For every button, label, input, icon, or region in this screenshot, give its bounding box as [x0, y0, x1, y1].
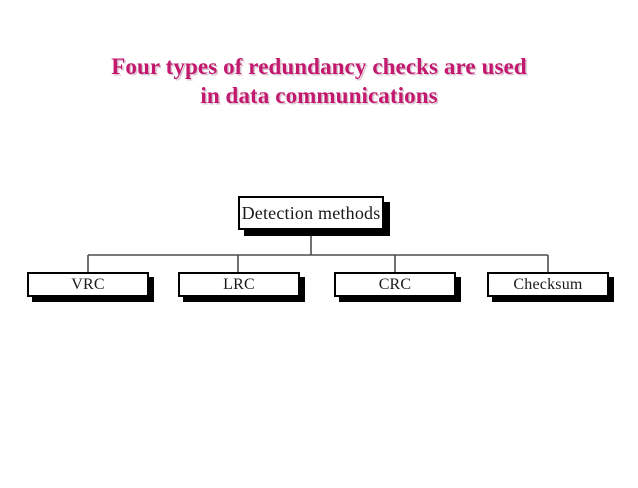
node-vrc[interactable]: VRC: [27, 272, 149, 297]
node-lrc-label: LRC: [223, 275, 255, 293]
page-title: Four types of redundancy checks are used…: [0, 52, 638, 110]
node-checksum[interactable]: Checksum: [487, 272, 609, 297]
title-line-2: in data communications: [200, 83, 438, 108]
title-line-1: Four types of redundancy checks are used: [111, 54, 527, 79]
node-detection-methods[interactable]: Detection methods: [238, 196, 384, 230]
node-lrc[interactable]: LRC: [178, 272, 300, 297]
node-vrc-label: VRC: [71, 275, 105, 293]
node-checksum-label: Checksum: [513, 275, 583, 293]
node-crc-label: CRC: [378, 275, 412, 293]
node-detection-methods-label: Detection methods: [241, 202, 381, 223]
node-crc[interactable]: CRC: [334, 272, 456, 297]
